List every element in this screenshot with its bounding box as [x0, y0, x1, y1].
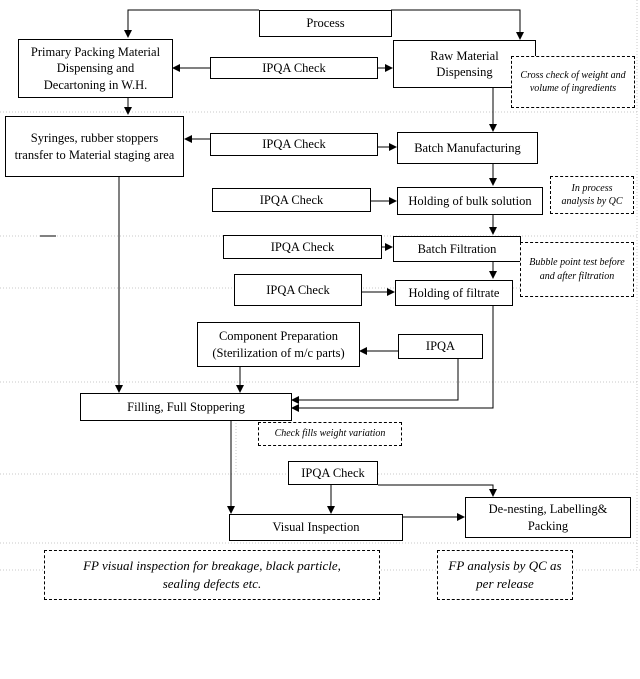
- ipqa-check-5: IPQA Check: [234, 274, 362, 306]
- ipqa-check-2: IPQA Check: [210, 133, 378, 156]
- ipqa-6: IPQA: [398, 334, 483, 359]
- ipqa-check-7: IPQA Check: [288, 461, 378, 485]
- holding-filtrate-box: Holding of filtrate: [395, 280, 513, 306]
- ipqa-check-1: IPQA Check: [210, 57, 378, 79]
- fp-analysis-note: FP analysis by QC as per release: [437, 550, 573, 600]
- ipqa-check-3: IPQA Check: [212, 188, 371, 212]
- batch-filtration-box: Batch Filtration: [393, 236, 521, 262]
- process-box: Process: [259, 10, 392, 37]
- cross-check-note: Cross check of weight and volume of ingr…: [511, 56, 635, 108]
- primary-packing-box: Primary Packing Material Dispensing and …: [18, 39, 173, 98]
- component-prep-box: Component Preparation (Sterilization of …: [197, 322, 360, 367]
- batch-manufacturing-box: Batch Manufacturing: [397, 132, 538, 164]
- bubble-point-note: Bubble point test before and after filtr…: [520, 242, 634, 297]
- syringes-box: Syringes, rubber stoppers transfer to Ma…: [5, 116, 184, 177]
- ipqa-check-4: IPQA Check: [223, 235, 382, 259]
- fp-visual-note: FP visual inspection for breakage, black…: [44, 550, 380, 600]
- check-fills-note: Check fills weight variation: [258, 422, 402, 446]
- filling-box: Filling, Full Stoppering: [80, 393, 292, 421]
- denesting-box: De-nesting, Labelling& Packing: [465, 497, 631, 538]
- holding-bulk-box: Holding of bulk solution: [397, 187, 543, 215]
- visual-inspection-box: Visual Inspection: [229, 514, 403, 541]
- in-process-note: In process analysis by QC: [550, 176, 634, 214]
